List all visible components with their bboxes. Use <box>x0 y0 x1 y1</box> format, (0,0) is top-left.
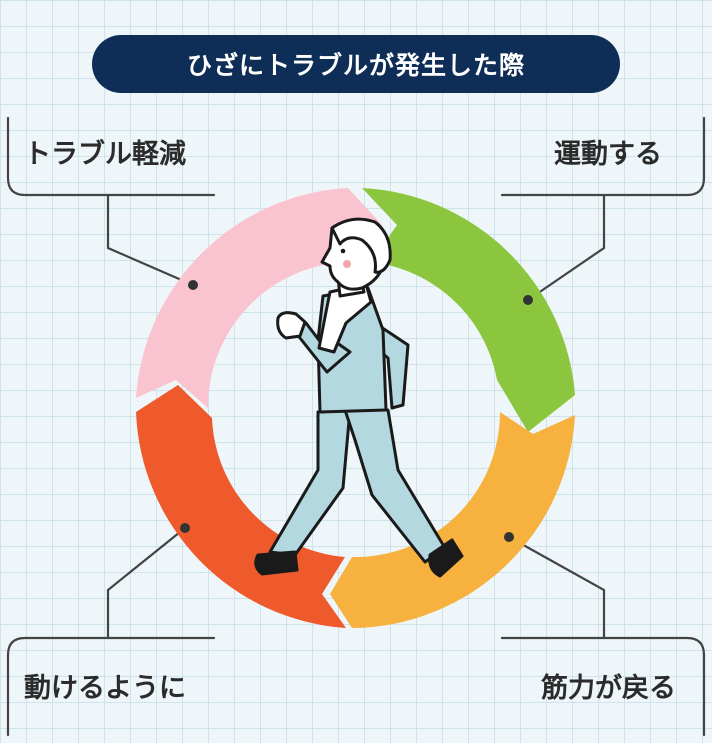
callout-frame-top-left <box>6 116 216 197</box>
title-text: ひざにトラブルが発生した際 <box>186 51 525 80</box>
callout-leader-bottom-right <box>507 535 606 640</box>
walking-man-illustration <box>254 217 464 578</box>
callout-lines <box>6 116 706 737</box>
callout-frame-bottom-right <box>500 636 706 737</box>
callout-leader-top-left <box>106 193 195 287</box>
step-label-exercise: 運動する <box>554 139 662 170</box>
callout-dots <box>180 280 533 542</box>
segment-bottom-right <box>330 412 575 628</box>
step-label-able-to-move: 動けるように <box>24 673 186 704</box>
title-banner: ひざにトラブルが発生した際 <box>92 35 620 93</box>
callout-leader-bottom-left <box>106 526 187 640</box>
segment-top-left <box>136 188 383 408</box>
segment-top-right <box>362 188 575 432</box>
callout-leader-top-right <box>526 193 606 302</box>
step-label-trouble-reduction: トラブル軽減 <box>24 139 186 170</box>
callout-frame-top-right <box>500 116 706 197</box>
callout-frame-bottom-left <box>6 636 216 737</box>
step-label-muscle-recovery: 筋力が戻る <box>541 673 676 704</box>
